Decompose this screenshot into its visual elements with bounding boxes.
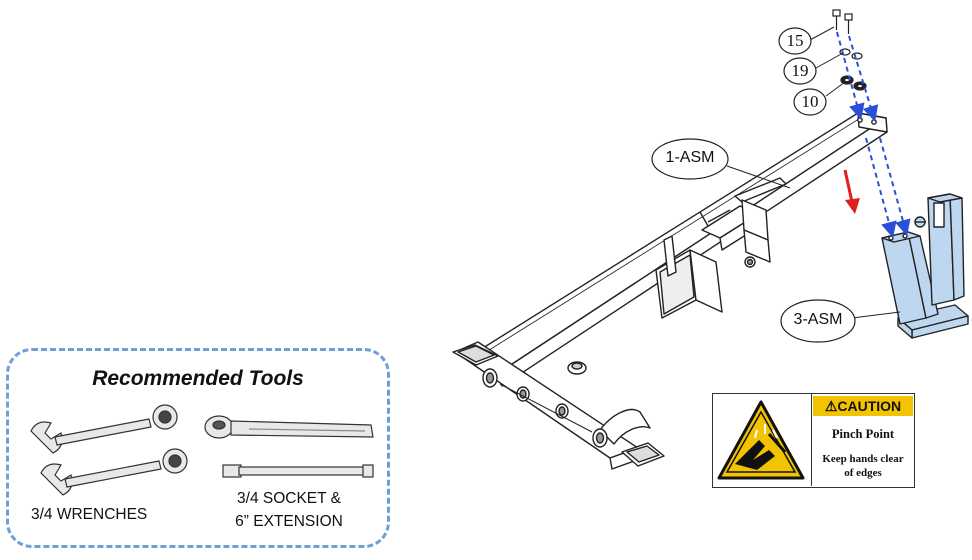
rear-stand-part (881, 193, 969, 339)
warning-triangle-icon: ⚠ (824, 398, 838, 414)
ratchet-icon (204, 415, 374, 439)
socket-label: 3/4 SOCKET & 6” EXTENSION (224, 487, 354, 533)
recommended-tools-panel: Recommended Tools 3/4 WRENCHES 3/4 SOCKE… (6, 348, 390, 548)
assembly-guides (836, 31, 911, 238)
callout-15: 15 (786, 31, 804, 50)
direction-arrow (843, 169, 860, 214)
hardware-stack (832, 9, 867, 91)
socket-label-line1: 3/4 SOCKET & (237, 490, 341, 507)
caution-heading-text: CAUTION (837, 398, 902, 414)
caution-icon-panel (713, 394, 812, 486)
callout-bubbles (651, 27, 856, 343)
callout-leaders (726, 26, 901, 319)
socket-label-line2: 6” EXTENSION (235, 513, 343, 530)
wrench-icon (30, 404, 178, 454)
callout-3-asm: 3-ASM (793, 311, 843, 328)
caution-body-line1: Keep hands clear (822, 453, 904, 465)
caution-body: Keep hands clear of edges (813, 452, 913, 480)
caution-title: Pinch Point (831, 427, 895, 441)
callout-10: 10 (801, 92, 819, 111)
caution-body-line2: of edges (844, 467, 882, 479)
tools-illustration (30, 404, 374, 496)
caution-heading: ⚠CAUTION (813, 396, 913, 416)
tools-title: Recommended Tools (92, 367, 304, 390)
main-frame-rail (452, 112, 888, 470)
extension-bar-icon (222, 464, 374, 478)
wrench-icon (40, 448, 188, 496)
callout-19: 19 (791, 61, 809, 80)
callout-1-asm: 1-ASM (665, 149, 715, 166)
pinch-hand-icon (717, 400, 805, 480)
wrenches-label: 3/4 WRENCHES (31, 506, 148, 523)
caution-label: ⚠CAUTION Pinch Point Keep hands clear of… (712, 393, 915, 488)
